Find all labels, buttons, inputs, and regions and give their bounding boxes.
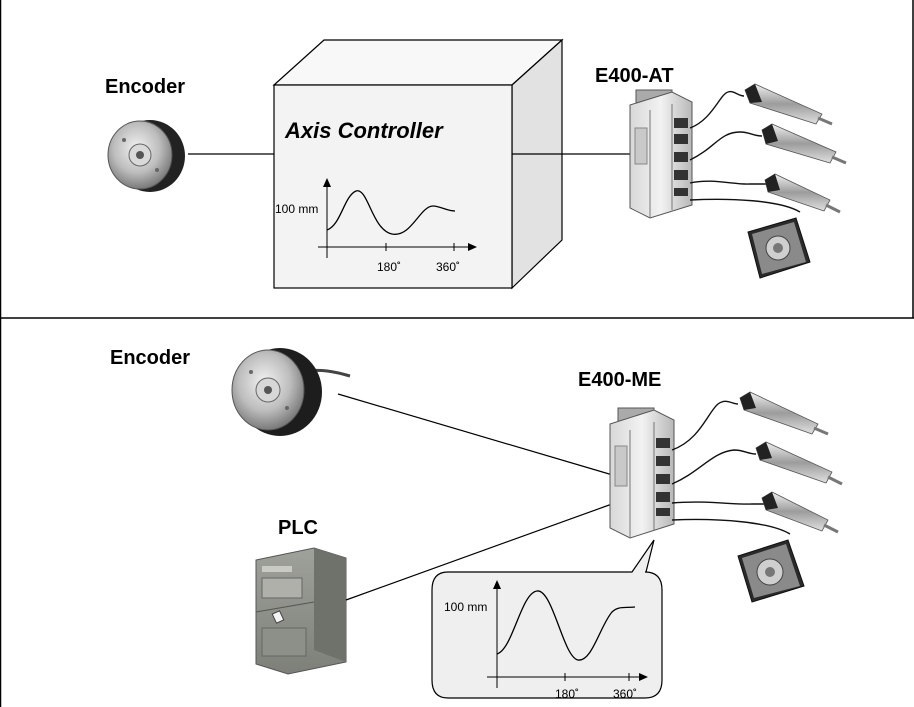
e400-at-module-icon [629, 89, 693, 219]
plc-label: PLC [278, 517, 318, 539]
bottom-actuator-3-icon [671, 491, 839, 534]
axis-controller-label: Axis Controller [284, 118, 444, 143]
bottom-module-label: E400-ME [578, 369, 661, 391]
bottom-plot-y-label: 100 mm [444, 600, 487, 614]
top-position-plot [318, 178, 477, 258]
bottom-motion-curve [496, 590, 636, 661]
top-encoder-icon [107, 120, 185, 192]
top-motion-curve [326, 190, 456, 235]
plc-icon [255, 547, 347, 675]
bottom-plot-tick-360: 360˚ [613, 687, 637, 701]
top-module-label: E400-AT [595, 65, 674, 87]
bottom-actuator-2-icon [671, 441, 843, 486]
e400-me-module-icon [609, 407, 675, 539]
top-plot-tick-180: 180˚ [377, 260, 401, 274]
top-panel: Encoder Axis Controller 10 [105, 38, 847, 290]
top-plot-y-label: 100 mm [275, 202, 318, 216]
bottom-profile-bubble [431, 539, 663, 699]
bottom-actuator-1-icon [671, 391, 829, 451]
bottom-encoder-icon [231, 348, 351, 436]
top-plot-tick-360: 360˚ [436, 260, 460, 274]
axis-controller-box [272, 38, 564, 290]
bottom-panel: Encoder PLC E400-ME [110, 347, 843, 701]
bottom-position-plot [487, 580, 648, 688]
plc-link [345, 503, 613, 601]
bottom-plot-tick-180: 180˚ [555, 687, 579, 701]
top-actuator-1-icon [689, 83, 833, 129]
top-actuator-2-icon [689, 123, 847, 165]
top-stepper-motor-icon [689, 198, 811, 279]
bottom-encoder-label: Encoder [110, 347, 190, 369]
bottom-encoder-link [337, 393, 617, 477]
top-actuator-3-icon [689, 173, 841, 214]
top-encoder-label: Encoder [105, 76, 185, 98]
bottom-stepper-motor-icon [671, 518, 805, 603]
